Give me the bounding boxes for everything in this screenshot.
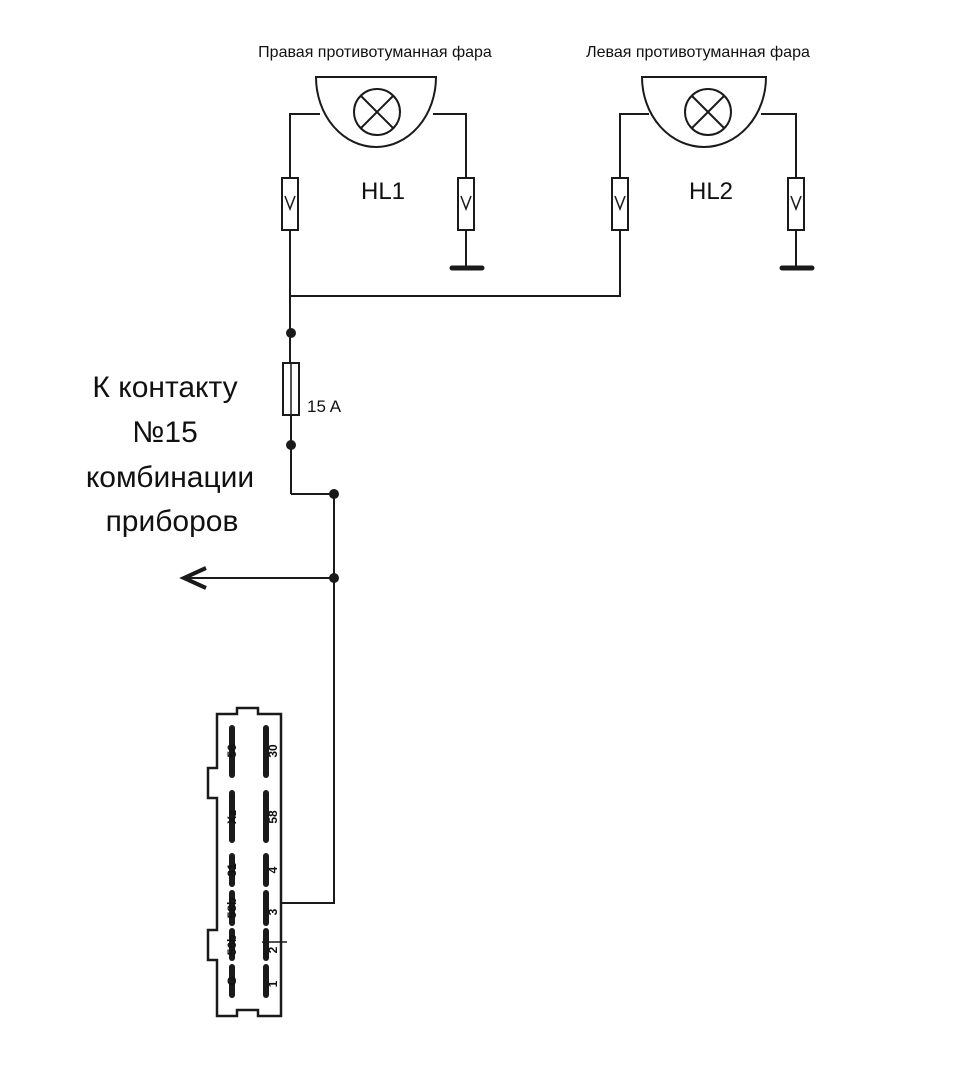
pin-label: 30: [266, 744, 280, 758]
junction-dot: [286, 440, 296, 450]
bulb-icon: [684, 88, 732, 136]
fog-lamp-hl2: Левая противотуманная фара HL2: [586, 44, 815, 271]
lamp-designator-hl1: HL1: [361, 178, 405, 205]
wiring-connector-block: 56 Xz 31 58b 56b G 30 58 4 3 2 1: [206, 706, 287, 1018]
pin-label: 2: [266, 946, 280, 953]
pin-label: 58b: [225, 898, 239, 919]
fuse-rating: 15 A: [307, 397, 342, 416]
bulb-icon: [353, 88, 401, 136]
lamp-caption-hl2: Левая противотуманная фара: [586, 44, 810, 61]
junction-dot: [329, 489, 339, 499]
lamp-designator-hl2: HL2: [689, 178, 733, 205]
connector-terminal-icon: [457, 177, 475, 231]
connector-terminal-icon: [787, 177, 805, 231]
destination-line-2: №15: [132, 416, 198, 449]
junction-dot: [286, 328, 296, 338]
pin-label: 56: [225, 744, 239, 758]
pin-label: 4: [266, 866, 280, 873]
connector-terminal-icon: [611, 177, 629, 231]
lamp-caption-hl1: Правая противотуманная фара: [258, 44, 492, 61]
destination-line-3: комбинации: [86, 461, 254, 494]
pin-label: 3: [266, 908, 280, 915]
pin-label: 56b: [225, 935, 239, 956]
destination-line-4: приборов: [106, 505, 239, 538]
lamp-feed-wire: [289, 230, 621, 297]
destination-line-1: К контакту: [92, 371, 237, 404]
connector-terminal-icon: [281, 177, 299, 231]
pin-label: G: [225, 976, 239, 985]
feed-wire: [262, 493, 335, 904]
fuse-15a: 15 A: [282, 362, 342, 416]
pin-label: 31: [225, 863, 239, 877]
pin-label: 1: [266, 980, 280, 987]
destination-label: К контакту №15 комбинации приборов: [86, 371, 254, 538]
arrow-left-icon: [179, 566, 207, 590]
pin-label: Xz: [225, 810, 239, 824]
fog-lamp-hl1: Правая противотуманная фара HL1: [258, 44, 492, 271]
pin-label: 58: [266, 810, 280, 824]
